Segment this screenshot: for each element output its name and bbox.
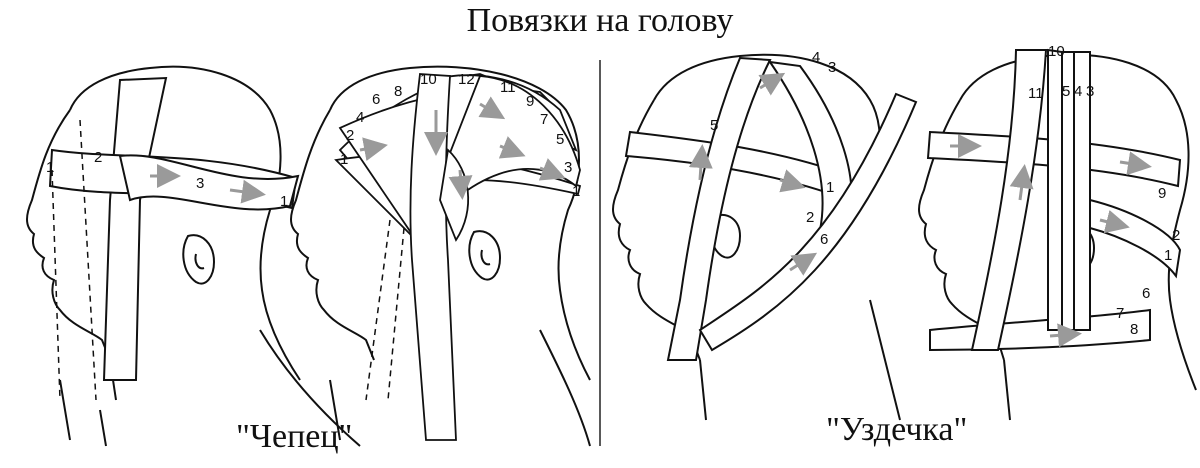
bandage-strips-1 [48, 76, 300, 381]
label-3: 3 [828, 59, 836, 76]
label-3: 3 [1086, 83, 1094, 100]
label-6: 6 [372, 91, 380, 108]
label-10: 10 [420, 71, 437, 88]
label-8: 8 [1130, 321, 1138, 338]
label-9: 9 [526, 93, 534, 110]
label-6: 6 [820, 231, 828, 248]
label-7: 7 [540, 111, 548, 128]
label-1: 1 [826, 179, 834, 196]
label-3: 3 [196, 175, 204, 192]
labels-1: 1 2 3 1 [46, 149, 288, 210]
label-9: 9 [1158, 185, 1166, 202]
label-10: 10 [1048, 43, 1065, 60]
labels-4: 10 11 5 4 3 9 2 1 6 7 8 [1028, 43, 1180, 338]
label-4: 4 [1074, 83, 1082, 100]
label-2: 2 [346, 127, 354, 144]
label-5: 5 [710, 117, 718, 134]
label-7: 7 [1116, 305, 1124, 322]
caption-uzdechka: "Уздечка" [826, 411, 968, 448]
label-11: 11 [1028, 85, 1044, 102]
label-4: 4 [812, 49, 820, 66]
label-3: 3 [564, 159, 572, 176]
label-5: 5 [556, 131, 564, 148]
dashed-guides-1 [51, 119, 97, 401]
label-6: 6 [1142, 285, 1150, 302]
arrows-4 [950, 134, 1152, 348]
head-profile-2 [290, 65, 591, 447]
labels-3: 4 3 5 1 2 6 [710, 49, 836, 248]
figure-title: Повязки на голову [466, 2, 734, 39]
head-profile-3 [612, 53, 901, 421]
labels-2: 1 2 4 6 8 10 12 11 9 7 5 3 1 [340, 71, 580, 200]
label-2: 2 [806, 209, 814, 226]
caption-chepets: "Чепец" [236, 418, 353, 455]
label-11: 11 [500, 79, 516, 96]
label-2: 2 [94, 149, 102, 166]
label-1: 1 [46, 159, 54, 176]
label-5: 5 [1062, 83, 1070, 100]
label-1: 1 [1164, 247, 1172, 264]
arrows-1 [150, 164, 266, 204]
label-1: 1 [340, 151, 348, 168]
label-8: 8 [394, 83, 402, 100]
label-4: 4 [356, 109, 364, 126]
label-1b: 1 [572, 183, 580, 200]
label-2: 2 [1172, 227, 1180, 244]
arrows-3 [688, 72, 818, 276]
arrows-2 [359, 96, 566, 200]
label-12: 12 [458, 71, 475, 88]
bandage-strips-3 [624, 56, 918, 361]
head-profile-1 [26, 65, 361, 447]
dashed-guides-2 [365, 219, 405, 401]
bandage-strips-2 [334, 73, 582, 441]
label-1b: 1 [280, 193, 288, 210]
bandage-strips-4 [926, 48, 1182, 352]
